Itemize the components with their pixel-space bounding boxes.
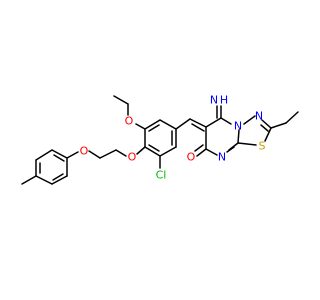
benzylic-bond bbox=[175, 118, 191, 130]
carbonyl-bond-b bbox=[194, 144, 204, 152]
imine-hydrogen-label: H bbox=[220, 94, 228, 107]
ring-nitrogen-label-1: N bbox=[234, 120, 242, 133]
tolyl-ring bbox=[35, 149, 68, 185]
ring-nitrogen-label-3: N bbox=[218, 151, 226, 164]
aryl-o-bond bbox=[66, 151, 79, 159]
chlorine-label: Cl bbox=[156, 169, 167, 182]
ether-oxygen-label: O bbox=[80, 145, 89, 158]
central-benzene-ring bbox=[144, 119, 177, 157]
chain-bond-4 bbox=[136, 146, 146, 155]
ethyl-bond-2 bbox=[285, 111, 299, 124]
chain-bond-1 bbox=[88, 150, 101, 159]
chain-bond-3 bbox=[115, 149, 127, 157]
chain-bond-2 bbox=[99, 149, 117, 159]
imine-nitrogen-label: N bbox=[210, 94, 218, 107]
methyl-bond bbox=[21, 175, 37, 185]
ethoxy-o-bond bbox=[135, 123, 146, 130]
methylidene-bond-b bbox=[191, 123, 205, 132]
pyrimidine-ring bbox=[205, 117, 240, 156]
carbonyl-bond-a bbox=[196, 148, 207, 157]
sulfur-label: S bbox=[259, 140, 266, 153]
carbonyl-oxygen-label: O bbox=[187, 151, 196, 164]
ethoxy-oxygen-label: O bbox=[125, 115, 134, 128]
ring-nitrogen-label-2: N bbox=[255, 110, 263, 123]
ethoxy-bond-2 bbox=[113, 95, 129, 105]
ether-oxygen-label-2: O bbox=[128, 151, 137, 164]
thiadiazole-ring bbox=[237, 115, 272, 146]
methylidene-bond-a bbox=[189, 118, 207, 128]
molecule-structure-diagram: O O O Cl N H N N N S O bbox=[21, 94, 299, 185]
ethyl-bond-1 bbox=[270, 122, 287, 129]
